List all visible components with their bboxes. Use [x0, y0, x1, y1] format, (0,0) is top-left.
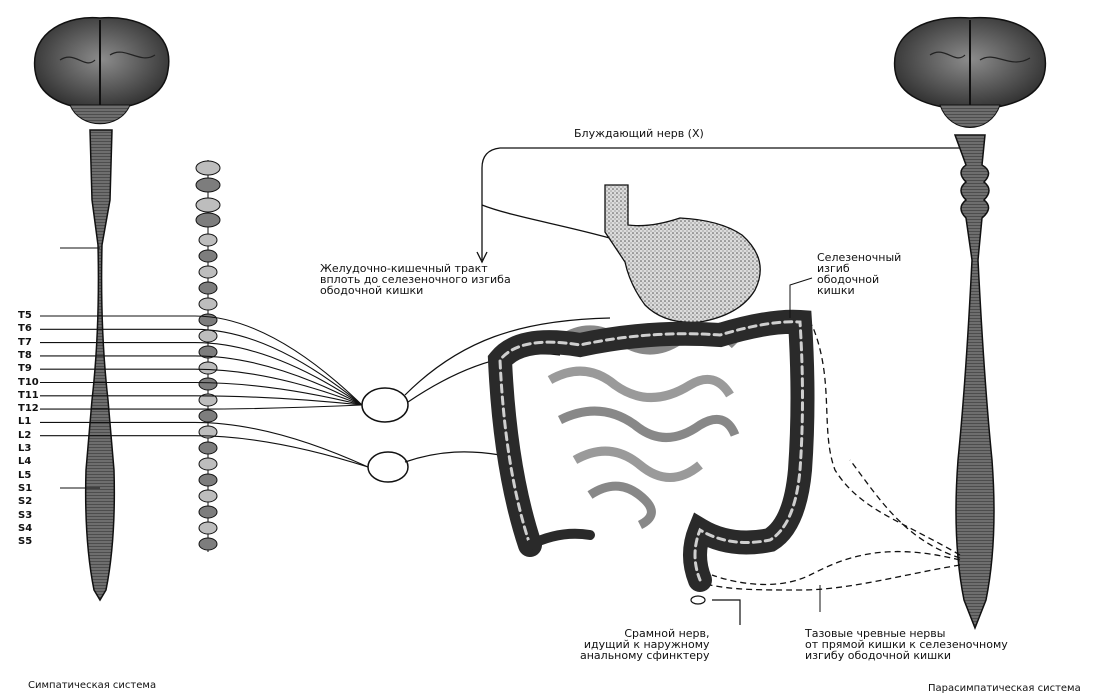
right-brain — [895, 18, 1046, 128]
chain-ganglion — [199, 506, 217, 518]
chain-ganglion — [196, 213, 220, 227]
rectum — [691, 596, 705, 604]
chain-ganglion — [199, 458, 217, 470]
segment-label-s2: S2 — [18, 497, 32, 507]
segment-label-l4: L4 — [18, 457, 31, 467]
nerve-t12 — [40, 405, 362, 409]
chain-ganglion — [199, 234, 217, 246]
segment-label-s3: S3 — [18, 511, 32, 521]
chain-ganglion — [199, 442, 217, 454]
chain-ganglion — [196, 178, 220, 192]
chain-ganglion — [199, 266, 217, 278]
pudendal-nerve — [712, 600, 740, 625]
sympathetic-caption: Симпатическая система — [28, 680, 156, 691]
colon — [500, 322, 803, 580]
splenic-flexure-label: Селезеночный изгиб ободочной кишки — [817, 252, 901, 296]
segment-label-t11: T11 — [18, 391, 39, 401]
ganglion-celiac — [362, 388, 408, 422]
gi-tract-label: Желудочно-кишечный тракт вплоть до селез… — [320, 263, 511, 296]
pudendal-label: Срамной нерв, идущий к наружному анально… — [580, 628, 710, 661]
chain-ganglion — [199, 490, 217, 502]
segment-label-t7: T7 — [18, 338, 32, 348]
chain-ganglion — [196, 161, 220, 175]
stomach — [605, 185, 760, 322]
segment-label-t8: T8 — [18, 351, 32, 361]
segment-label-l1: L1 — [18, 417, 31, 427]
chain-ganglion — [199, 522, 217, 534]
chain-ganglion — [199, 474, 217, 486]
chain-ganglion — [199, 298, 217, 310]
chain-ganglion — [199, 538, 217, 550]
segment-label-l2: L2 — [18, 431, 31, 441]
segment-label-t5: T5 — [18, 311, 32, 321]
segment-label-l3: L3 — [18, 444, 31, 454]
left-brain — [35, 18, 169, 124]
chain-ganglion — [199, 410, 217, 422]
chain-ganglion — [199, 282, 217, 294]
segment-label-t9: T9 — [18, 364, 32, 374]
chain-ganglion — [199, 250, 217, 262]
chain-ganglion — [196, 198, 220, 212]
segment-label-s1: S1 — [18, 484, 32, 494]
left-spinal-cord — [60, 130, 114, 600]
pelvic-nerves-label: Тазовые чревные нервы от прямой кишки к … — [805, 628, 1008, 661]
chain-ganglion — [199, 330, 217, 342]
chain-ganglion — [199, 362, 217, 374]
segment-label-t12: T12 — [18, 404, 39, 414]
segment-label-s4: S4 — [18, 524, 32, 534]
vagus-label: Блуждающий нерв (X) — [574, 128, 704, 139]
segment-label-s5: S5 — [18, 537, 32, 547]
chain-ganglion — [199, 378, 217, 390]
right-spinal-cord — [955, 135, 994, 628]
parasympathetic-caption: Парасимпатическая система — [928, 683, 1081, 694]
small-intestine — [550, 330, 735, 525]
segment-label-t6: T6 — [18, 324, 32, 334]
segment-label-t10: T10 — [18, 378, 39, 388]
ganglion-mesenteric — [368, 452, 408, 482]
segment-label-l5: L5 — [18, 471, 31, 481]
